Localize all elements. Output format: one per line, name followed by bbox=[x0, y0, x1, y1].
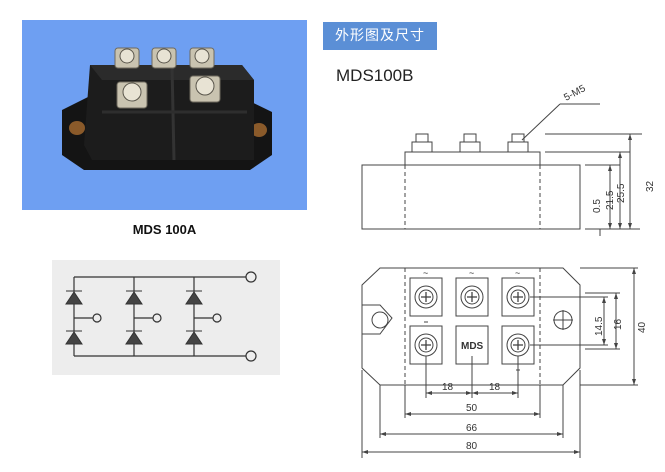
dim-40: 40 bbox=[637, 321, 648, 333]
bridge-rectifier-schematic bbox=[65, 271, 257, 362]
ac-mark-2: ~ bbox=[469, 268, 474, 278]
module-photo-illustration bbox=[62, 47, 272, 170]
side-view-top-block bbox=[404, 151, 541, 166]
dim-14-5: 14.5 bbox=[594, 316, 605, 336]
model-title: MDS100B bbox=[336, 66, 414, 85]
side-view-body bbox=[361, 164, 581, 230]
section-tab-dimensions: 外形图及尺寸 bbox=[323, 22, 437, 50]
dim-16: 16 bbox=[613, 318, 624, 330]
product-photo bbox=[22, 20, 307, 210]
dim-66: 66 bbox=[466, 423, 478, 434]
ac-mark-1: ~ bbox=[423, 268, 428, 278]
dim-18-left: 18 bbox=[442, 382, 454, 393]
center-label: MDS bbox=[461, 341, 484, 352]
dim-32: 32 bbox=[645, 180, 656, 192]
dim-50: 50 bbox=[466, 403, 478, 414]
dim-18-right: 18 bbox=[489, 382, 501, 393]
dim-25-5: 25.5 bbox=[616, 183, 627, 203]
dim-21-5: 21.5 bbox=[605, 190, 616, 210]
dim-0-5: 0.5 bbox=[592, 199, 603, 213]
mounting-hole-left bbox=[371, 311, 389, 329]
photo-caption: MDS 100A bbox=[132, 222, 197, 237]
circuit-diagram bbox=[52, 260, 280, 375]
ac-mark-3: ~ bbox=[515, 268, 520, 278]
top-view-outline bbox=[361, 267, 581, 386]
thread-label: 5-M5 bbox=[562, 83, 588, 104]
dim-80: 80 bbox=[466, 441, 478, 452]
